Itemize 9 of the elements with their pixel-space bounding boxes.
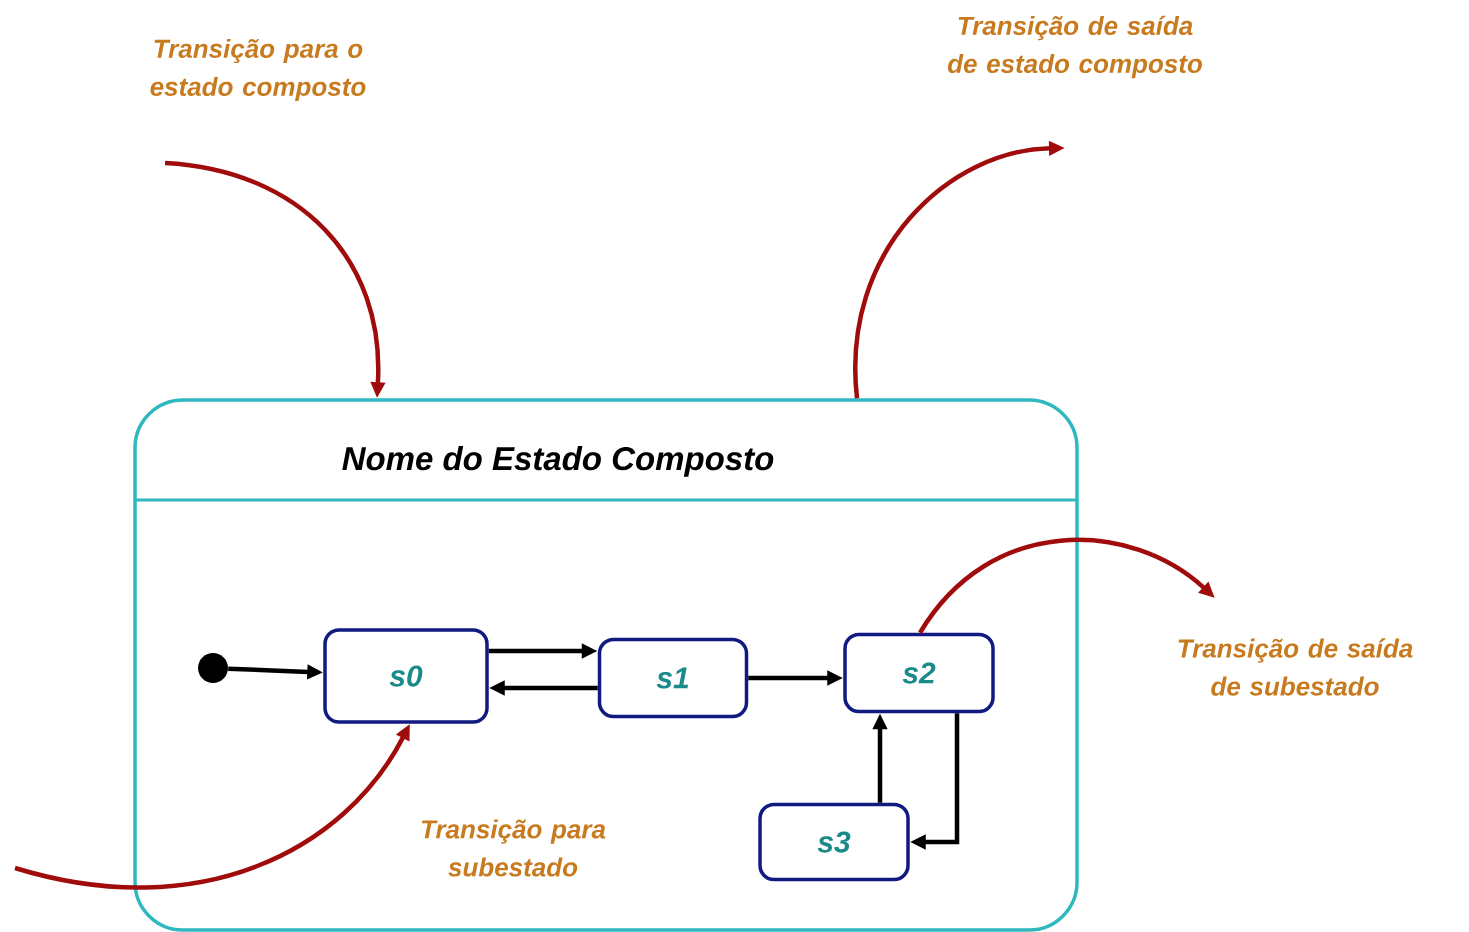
state-box: s2 [843, 632, 995, 714]
annotation-text: Transição de saída de estado composto [947, 15, 1202, 79]
annotation-text: Transição para subestado [421, 819, 606, 877]
state-box: s3 [758, 802, 910, 882]
annotation-text: Transição para o estado composto [150, 38, 366, 102]
initial-state-dot [198, 653, 228, 683]
annotation-text: Transição de saída de subestado [1178, 638, 1413, 696]
state-box: s0 [323, 628, 489, 724]
state-box: s1 [597, 637, 749, 719]
